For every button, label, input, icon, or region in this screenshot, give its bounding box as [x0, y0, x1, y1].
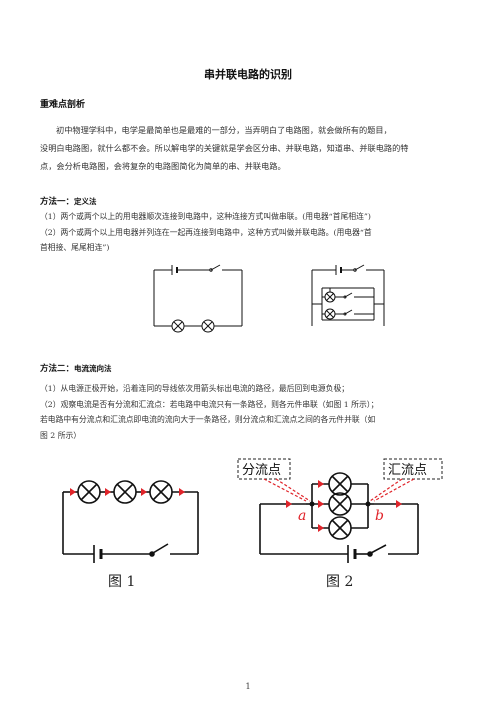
figure-1-caption: 图 1 — [108, 574, 135, 590]
intro-line-2: 没明白电路图，就什么都不会。所以解电学的关键就是学会区分串、并联电路，知道串、并… — [40, 143, 409, 153]
parallel-circuit-diagram — [311, 264, 385, 326]
figure-2-parallel-circuit: 分流点 汇流点 a b 图 2 — [237, 458, 443, 590]
method2-line-4: 图 2 所示） — [40, 431, 82, 440]
page-title: 串并联电路的识别 — [204, 68, 292, 81]
merge-point-label: 汇流点 — [388, 463, 427, 478]
method2-line-2: （2）观察电流是否有分流和汇流点：若电路中电流只有一条路径，则各元件串联（如图 … — [40, 400, 379, 409]
method2-heading-sub: 电流流向法 — [74, 364, 112, 373]
method1-line-2: （2）两个或两个以上用电器并列连在一起再连接到电路中，这种方式叫做并联电路。(用… — [40, 228, 372, 237]
method1-heading-sub: 定义法 — [74, 197, 97, 206]
node-a-label: a — [298, 508, 306, 524]
intro-paragraph: 初中物理学科中，电学是最简单也是最难的一部分，当弄明白了电路图，就会做所有的题目… — [40, 121, 460, 175]
method1-heading: 方法一：定义法 — [40, 195, 97, 207]
current-arrows — [286, 480, 402, 532]
method1-line-1: （1）两个或两个以上的用电器顺次连接到电路中，这种连接方式叫做串联。(用电器“首… — [40, 212, 371, 221]
figure-1-series-circuit: 图 1 — [62, 480, 199, 590]
intro-line-3: 点，会分析电路图，会将复杂的电路图简化为简单的串、并联电路。 — [40, 161, 286, 171]
section-heading: 重难点剖析 — [40, 100, 86, 110]
node-b-label: b — [375, 508, 384, 524]
series-circuit-diagram — [153, 264, 243, 333]
method1-line-3: 首相接、尾尾相连”) — [40, 243, 110, 252]
method2-heading: 方法二：电流流向法 — [40, 362, 112, 374]
page-number: 1 — [245, 682, 251, 691]
intro-line-1: 初中物理学科中，电学是最简单也是最难的一部分，当弄明白了电路图，就会做所有的题目… — [56, 125, 392, 135]
method2-line-1: （1）从电源正极开始，沿着连同的导线依次用箭头标出电流的路径，最后回到电源负极； — [40, 384, 350, 393]
method1-heading-label: 方法一： — [40, 197, 75, 207]
split-point-label: 分流点 — [242, 463, 281, 478]
method2-heading-label: 方法二： — [40, 364, 75, 374]
method2-line-3: 若电路中有分流点和汇流点即电流的流向大于一条路径，则分流点和汇流点之间的各元件并… — [40, 415, 376, 424]
current-arrows — [70, 488, 185, 496]
figure-2-caption: 图 2 — [326, 574, 353, 590]
